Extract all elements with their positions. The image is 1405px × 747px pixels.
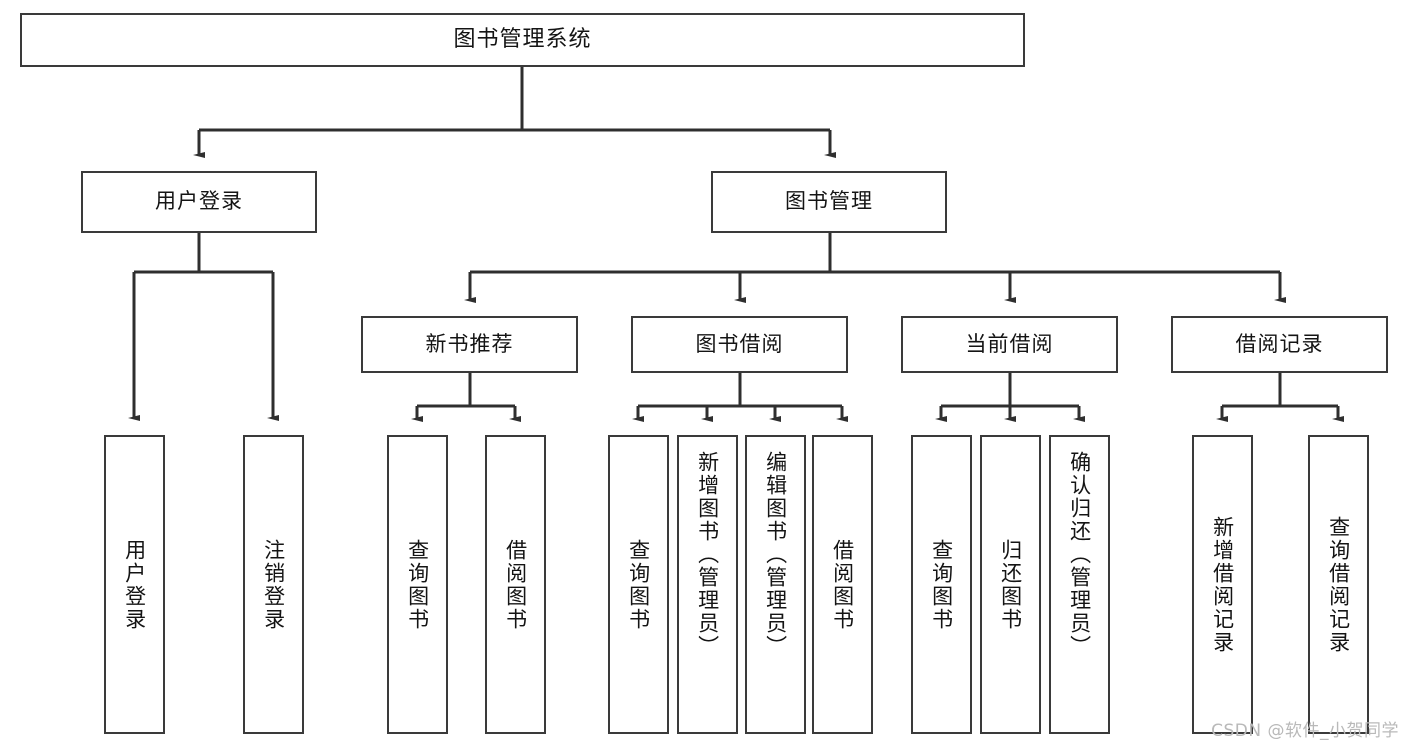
leaf-current-borrow-query-book[interactable]: 查询图书 [911,435,972,734]
node-current-borrow[interactable]: 当前借阅 [901,316,1118,373]
node-label: 当前借阅 [965,331,1054,356]
node-label: 借阅图书 [830,538,855,631]
node-label: 注销登录 [261,538,286,631]
node-label: 图书管理 [785,189,873,214]
leaf-book-borrow-edit-book-admin[interactable]: 编辑图书（管理员） [745,435,806,734]
node-book-management[interactable]: 图书管理 [711,171,947,233]
node-label: 新书推荐 [425,331,514,356]
node-label: 查询图书 [405,538,430,631]
node-label: 借阅图书 [503,538,528,631]
node-label: 新增图书（管理员） [695,451,720,658]
node-root-book-management-system[interactable]: 图书管理系统 [20,13,1025,67]
csdn-watermark: CSDN @软件_小贺同学 [1211,721,1399,741]
node-label: 用户登录 [155,189,243,214]
leaf-book-borrow-borrow-book[interactable]: 借阅图书 [812,435,873,734]
node-label: 查询图书 [626,538,651,631]
node-label: 用户登录 [122,538,147,631]
leaf-new-book-query-book[interactable]: 查询图书 [387,435,448,734]
node-label: 新增借阅记录 [1210,515,1235,654]
leaf-user-login-logout[interactable]: 注销登录 [243,435,304,734]
node-label: 查询图书 [929,538,954,631]
node-label: 编辑图书（管理员） [763,451,788,658]
node-borrow-records[interactable]: 借阅记录 [1171,316,1388,373]
node-label: 确认归还（管理员） [1067,451,1092,658]
node-label: 图书借阅 [695,331,784,356]
leaf-current-borrow-return-book[interactable]: 归还图书 [980,435,1041,734]
node-user-login[interactable]: 用户登录 [81,171,317,233]
leaf-book-borrow-add-book-admin[interactable]: 新增图书（管理员） [677,435,738,734]
leaf-borrow-records-add-record[interactable]: 新增借阅记录 [1192,435,1253,734]
node-book-borrow[interactable]: 图书借阅 [631,316,848,373]
leaf-book-borrow-query-book[interactable]: 查询图书 [608,435,669,734]
leaf-new-book-borrow-book[interactable]: 借阅图书 [485,435,546,734]
leaf-current-borrow-confirm-return-admin[interactable]: 确认归还（管理员） [1049,435,1110,734]
node-new-book-recommend[interactable]: 新书推荐 [361,316,578,373]
leaf-user-login-login[interactable]: 用户登录 [104,435,165,734]
node-label: 借阅记录 [1235,331,1324,356]
node-label: 归还图书 [998,538,1023,631]
node-label: 图书管理系统 [453,26,592,52]
node-label: 查询借阅记录 [1326,515,1351,654]
leaf-borrow-records-query-record[interactable]: 查询借阅记录 [1308,435,1369,734]
